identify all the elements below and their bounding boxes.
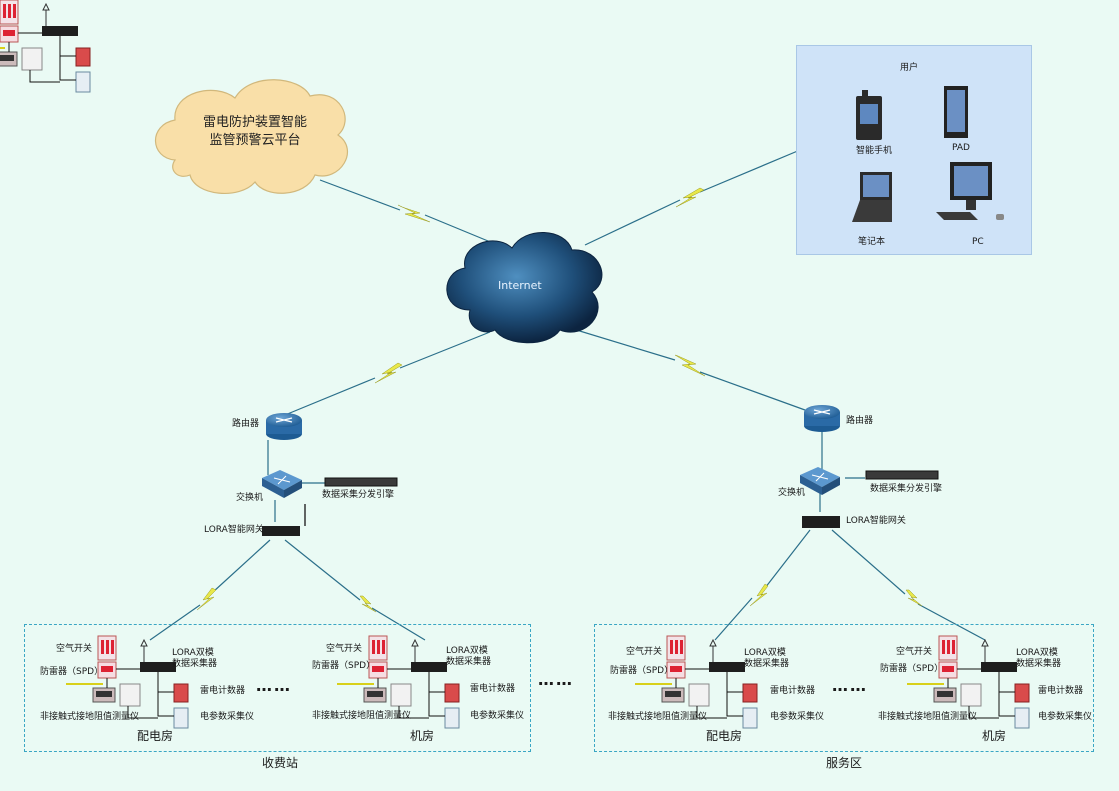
right-router-icon xyxy=(804,405,840,432)
left-gateway-label: LORA智能网关 xyxy=(204,525,264,535)
collector-label-1: LORA双模 xyxy=(172,648,214,658)
left-server-icon xyxy=(324,477,398,487)
spd-label: 防雷器（SPD） xyxy=(312,661,376,671)
counter-label: 雷电计数器 xyxy=(200,686,246,696)
ground-meter-label: 非接触式接地阻值测量仪 xyxy=(608,712,708,722)
pc-label: PC xyxy=(972,237,984,247)
collector-label-2: 数据采集器 xyxy=(744,659,790,669)
right-switch-icon xyxy=(800,467,840,495)
meter-label: 电参数采集仪 xyxy=(1038,712,1093,722)
collector-label-1: LORA双模 xyxy=(446,646,488,656)
right-gateway-icon xyxy=(802,516,840,528)
air-switch-label: 空气开关 xyxy=(56,644,93,654)
tablet-label: PAD xyxy=(952,143,970,153)
collector-label-2: 数据采集器 xyxy=(1016,659,1062,669)
ground-meter-label: 非接触式接地阻值测量仪 xyxy=(312,711,412,721)
wireless-bolts xyxy=(196,187,923,613)
collector-label-1: LORA双模 xyxy=(744,648,786,658)
left-switch-label: 交换机 xyxy=(236,493,264,503)
ellipsis-right: …… xyxy=(832,676,868,695)
left-server-label: 数据采集分发引擎 xyxy=(322,490,395,500)
spd-label: 防雷器（SPD） xyxy=(40,667,104,677)
service-area-zone xyxy=(594,624,1094,752)
right-switch-label: 交换机 xyxy=(778,488,806,498)
cloud-platform-line2: 监管预警云平台 xyxy=(209,133,301,148)
left-gateway-icon xyxy=(262,504,306,536)
laptop-label: 笔记本 xyxy=(858,237,886,247)
toll-station-label: 收费站 xyxy=(262,756,299,770)
right-server-icon xyxy=(865,470,939,480)
users-panel xyxy=(796,45,1032,255)
room-name: 机房 xyxy=(410,729,435,743)
service-area-label: 服务区 xyxy=(826,756,863,770)
cloud-platform-line1: 雷电防护装置智能 xyxy=(202,115,307,130)
collector-label-1: LORA双模 xyxy=(1016,648,1058,658)
cloud-platform-label: 雷电防护装置智能 监管预警云平台 xyxy=(185,114,325,150)
meter-label: 电参数采集仪 xyxy=(470,711,525,721)
smartphone-label: 智能手机 xyxy=(856,146,893,156)
cloud-platform-icon xyxy=(154,79,349,194)
ground-meter-label: 非接触式接地阻值测量仪 xyxy=(878,712,978,722)
right-router-label: 路由器 xyxy=(846,416,874,426)
right-server-label: 数据采集分发引擎 xyxy=(870,484,943,494)
room-name: 机房 xyxy=(982,729,1007,743)
ground-meter-label: 非接触式接地阻值测量仪 xyxy=(40,712,140,722)
counter-label: 雷电计数器 xyxy=(770,686,816,696)
spd-label: 防雷器（SPD） xyxy=(610,666,674,676)
room-name: 配电房 xyxy=(137,729,174,743)
air-switch-label: 空气开关 xyxy=(626,647,663,657)
internet-label: Internet xyxy=(498,279,542,292)
left-router-icon xyxy=(266,413,302,440)
internet-cloud-icon xyxy=(446,232,603,344)
room-devices xyxy=(0,0,91,93)
counter-label: 雷电计数器 xyxy=(470,684,516,694)
collector-label-2: 数据采集器 xyxy=(446,657,492,667)
toll-station-zone xyxy=(24,624,531,752)
right-gateway-label: LORA智能网关 xyxy=(846,516,906,526)
collector-label-2: 数据采集器 xyxy=(172,659,218,669)
spd-label: 防雷器（SPD） xyxy=(880,664,944,674)
meter-label: 电参数采集仪 xyxy=(770,712,825,722)
counter-label: 雷电计数器 xyxy=(1038,686,1084,696)
meter-label: 电参数采集仪 xyxy=(200,712,255,722)
air-switch-label: 空气开关 xyxy=(896,647,933,657)
room-name: 配电房 xyxy=(706,729,743,743)
users-title: 用户 xyxy=(900,63,919,73)
left-switch-icon xyxy=(262,470,302,498)
left-router-label: 路由器 xyxy=(232,419,260,429)
ellipsis-left: …… xyxy=(256,676,292,695)
ellipsis-middle: …… xyxy=(538,670,574,689)
air-switch-label: 空气开关 xyxy=(326,644,363,654)
